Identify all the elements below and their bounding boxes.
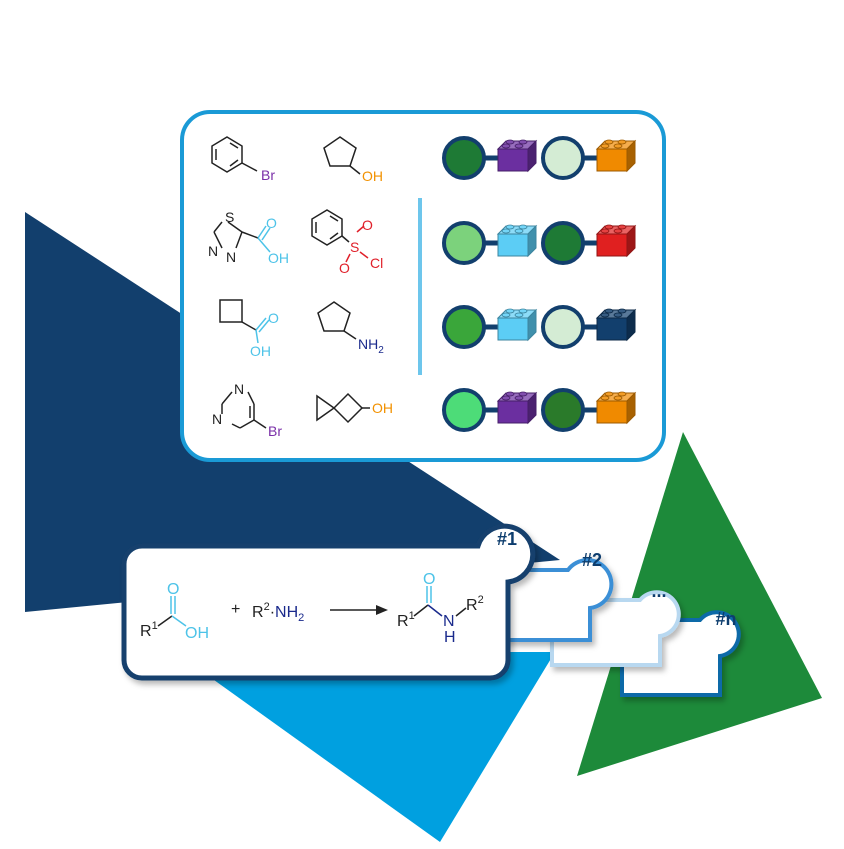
card-1: #1	[121, 523, 536, 681]
reactant-r1: R1	[140, 620, 158, 640]
pair-1-unit-2	[541, 221, 637, 265]
bb4-o1: O	[362, 217, 373, 233]
pair-1-brick-2	[595, 224, 637, 258]
bb3-ring-s: S	[225, 209, 234, 225]
pair-3-unit-1	[442, 388, 538, 432]
product-h: H	[444, 629, 456, 646]
pair-2-brick-1	[496, 308, 538, 342]
pair-0-unit-2	[541, 136, 637, 180]
pair-3-brick-2	[595, 391, 637, 425]
reactant-o: O	[167, 581, 179, 598]
product-r2: R2	[466, 594, 484, 614]
pair-2-unit-1	[442, 305, 538, 349]
pair-0-brick-2	[595, 139, 637, 173]
plus-sign: +	[231, 601, 240, 618]
card-2: #2	[498, 550, 614, 642]
thiadiazole-acid-structure	[213, 221, 271, 253]
sulfonyl-chloride-structure	[311, 209, 369, 263]
pair-2-circle-2	[541, 305, 585, 349]
pair-3-unit-2	[541, 388, 637, 432]
pair-3-circle-2	[541, 388, 585, 432]
bb5-oh: OH	[250, 343, 271, 359]
cyclobutane-acid-structure	[219, 299, 270, 344]
pair-2-brick-2	[595, 308, 637, 342]
pair-row-3	[442, 388, 637, 432]
pair-0-circle-1	[442, 136, 486, 180]
product-n: N	[443, 613, 455, 630]
pair-1-circle-1	[442, 221, 486, 265]
bromopyrimidine-structure	[221, 391, 267, 429]
bb4-cl: Cl	[370, 255, 383, 271]
bb3-ring-n1: N	[208, 243, 218, 259]
pair-0-brick-1	[496, 139, 538, 173]
pair-1-brick-1	[496, 224, 538, 258]
amide-bonds	[413, 586, 467, 617]
pair-0-unit-1	[442, 136, 538, 180]
pair-1-circle-2	[541, 221, 585, 265]
reaction-arrow	[330, 605, 388, 615]
building-block-pairs	[442, 136, 637, 432]
bb7-n1: N	[234, 381, 244, 397]
cyclopentanol-structure	[323, 136, 361, 175]
bb1-label: Br	[261, 167, 275, 183]
reactant-amine: R2·NH2	[252, 601, 304, 624]
cyclopentylamine-structure	[317, 301, 357, 340]
spiro-heptanol-structure	[316, 392, 370, 424]
pair-2-circle-1	[442, 305, 486, 349]
card-1-label: #1	[497, 529, 517, 549]
bromobenzene-structure	[211, 136, 258, 173]
building-blocks-panel	[180, 110, 666, 462]
acid-bonds	[157, 596, 187, 627]
bb6-label: NH2	[358, 336, 384, 356]
bb8-label: OH	[372, 400, 393, 416]
pair-0-circle-2	[541, 136, 585, 180]
bb7-label: Br	[268, 423, 282, 439]
pair-1-unit-1	[442, 221, 538, 265]
card-ellipsis-label: ...	[651, 581, 666, 601]
sky-triangle	[175, 652, 555, 842]
bb4-o2: O	[339, 260, 350, 276]
bb3-oh: OH	[268, 250, 289, 266]
pair-2-unit-2	[541, 305, 637, 349]
bb3-o: O	[266, 215, 277, 231]
pair-row-0	[442, 136, 637, 180]
bb4-s: S	[350, 239, 359, 255]
card-n-label: #n	[715, 609, 736, 629]
product-r1: R1	[397, 610, 415, 630]
bb7-n2: N	[212, 411, 222, 427]
pair-row-2	[442, 305, 637, 349]
bb2-label: OH	[362, 168, 383, 184]
bb5-o: O	[268, 310, 279, 326]
reactant-oh: OH	[185, 625, 209, 642]
reaction-scheme: R1 O OH + R2·NH2 R1 O N H R2	[140, 571, 484, 646]
product-o: O	[423, 571, 435, 588]
pair-row-1	[442, 221, 637, 265]
pair-3-circle-1	[442, 388, 486, 432]
pair-3-brick-1	[496, 391, 538, 425]
bb3-ring-n2: N	[226, 249, 236, 265]
card-2-label: #2	[582, 550, 602, 570]
